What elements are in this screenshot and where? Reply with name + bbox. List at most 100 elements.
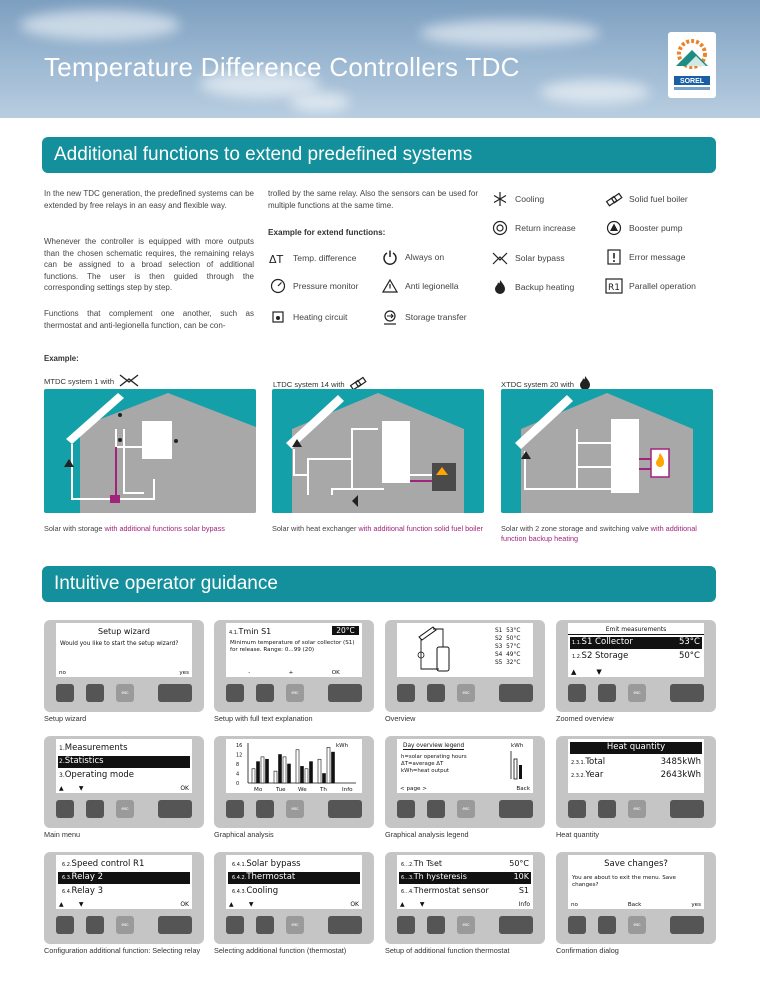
device-button-2[interactable] <box>598 800 616 818</box>
device-button-1[interactable] <box>56 800 74 818</box>
unit-label: kWh <box>511 743 524 749</box>
device-button-2[interactable] <box>427 916 445 934</box>
caption-highlight: with additional function backup heating <box>501 524 697 543</box>
esc-button[interactable]: esc <box>286 916 304 934</box>
caption-text: Solar with storage <box>44 524 105 533</box>
device-button-1[interactable] <box>397 800 415 818</box>
softkey-page: < page > <box>400 786 427 792</box>
device-button-1[interactable] <box>226 800 244 818</box>
function-anti-legionella: Anti legionella <box>380 278 459 294</box>
device-button-1[interactable] <box>397 916 415 934</box>
sensor-row: S4 49°C <box>495 652 521 658</box>
device-button-1[interactable] <box>568 916 586 934</box>
device-button-2[interactable] <box>86 800 104 818</box>
device-button-ok[interactable] <box>499 916 533 934</box>
device-button-ok[interactable] <box>670 684 704 702</box>
chart-bar <box>273 770 278 784</box>
esc-button[interactable]: esc <box>286 800 304 818</box>
softkey-info: Info <box>518 901 530 908</box>
device-button-2[interactable] <box>256 916 274 934</box>
intro-paragraph-1: In the new TDC generation, the predefine… <box>44 189 254 210</box>
device-button-1[interactable] <box>397 684 415 702</box>
caption-text: Solar with 2 zone storage and switching … <box>501 524 651 533</box>
device-button-ok[interactable] <box>158 684 192 702</box>
device-button-2[interactable] <box>86 916 104 934</box>
device-button-ok[interactable] <box>158 800 192 818</box>
device-button-2[interactable] <box>598 684 616 702</box>
device-button-ok[interactable] <box>670 800 704 818</box>
x-tick-label: Tue <box>275 787 286 793</box>
function-label: Solar bypass <box>515 253 565 263</box>
device-button-2[interactable] <box>256 800 274 818</box>
function-booster-pump: Booster pump <box>604 220 683 236</box>
device-button-2[interactable] <box>86 684 104 702</box>
softkey-left: no <box>59 670 66 676</box>
esc-button[interactable]: esc <box>628 800 646 818</box>
value-highlight: 20°C <box>332 626 359 635</box>
function-label: Always on <box>405 252 445 262</box>
device-caption: Setup of additional function thermostat <box>385 946 510 955</box>
svg-text:R1: R1 <box>608 283 620 293</box>
esc-button[interactable]: esc <box>457 916 475 934</box>
device-button-2[interactable] <box>427 800 445 818</box>
esc-button[interactable]: esc <box>457 684 475 702</box>
device-button-1[interactable] <box>56 916 74 934</box>
device-button-ok[interactable] <box>499 684 533 702</box>
device-button-ok[interactable] <box>328 800 362 818</box>
esc-button[interactable]: esc <box>286 684 304 702</box>
device-button-1[interactable] <box>226 916 244 934</box>
device-caption: Selecting additional function (thermosta… <box>214 946 347 955</box>
menu-name: Tmin S1 <box>238 627 272 636</box>
arrow-up-icon: ▲ <box>400 901 405 908</box>
softkey-back: Back <box>627 902 642 908</box>
screen-title: Save changes? <box>604 859 668 869</box>
chart-bar <box>282 756 287 784</box>
x-tick-label: We <box>298 787 307 793</box>
device-button-ok[interactable] <box>670 916 704 934</box>
overview-schematic <box>417 626 450 672</box>
device-button-1[interactable] <box>568 684 586 702</box>
esc-button[interactable]: esc <box>457 800 475 818</box>
menu-row: 1.Measurements <box>59 743 128 753</box>
chart-bar <box>331 751 335 784</box>
device-button-ok[interactable] <box>158 916 192 934</box>
device-button-ok[interactable] <box>328 916 362 934</box>
device-button-ok[interactable] <box>328 684 362 702</box>
device-main-menu: 1.Measurements 2.Statistics 3.Operating … <box>44 736 204 828</box>
device-button-2[interactable] <box>256 684 274 702</box>
screen-body: You are about to exit the menu. Save cha… <box>572 875 676 888</box>
softkey-ok: OK <box>180 901 189 908</box>
function-label: Storage transfer <box>405 312 467 322</box>
function-label: Booster pump <box>629 223 683 233</box>
esc-button[interactable]: esc <box>628 916 646 934</box>
solar-bypass-icon <box>490 250 510 266</box>
device-button-1[interactable] <box>56 684 74 702</box>
chart-bar <box>256 761 260 784</box>
function-cooling: Cooling <box>490 191 544 207</box>
device-button-1[interactable] <box>568 800 586 818</box>
esc-button[interactable]: esc <box>116 684 134 702</box>
device-button-ok[interactable] <box>499 800 533 818</box>
example-title-3: XTDC system 20 with <box>501 375 592 393</box>
device-select-relay: 6.2.Speed control R1 6.3.Relay 2 6.4.Rel… <box>44 852 204 944</box>
flame-icon <box>490 279 510 295</box>
legend-bar-glyph <box>510 751 522 780</box>
softkey-minus: - <box>248 670 251 676</box>
device-button-2[interactable] <box>427 684 445 702</box>
device-button-2[interactable] <box>598 916 616 934</box>
device-caption: Confirmation dialog <box>556 946 619 955</box>
function-backup-heating: Backup heating <box>490 279 574 295</box>
arrow-down-icon: ▼ <box>78 785 84 792</box>
esc-button[interactable]: esc <box>116 916 134 934</box>
legend-line: h=solar operating hours <box>401 754 467 760</box>
device-button-1[interactable] <box>226 684 244 702</box>
menu-row-selected: 6.3.Relay 2 <box>58 872 190 884</box>
function-label: Pressure monitor <box>293 281 359 291</box>
x-tick-label: Th <box>319 787 327 793</box>
device-full-text: 4.1.Tmin S1 20°C Minimum temperature of … <box>214 620 374 712</box>
esc-button[interactable]: esc <box>628 684 646 702</box>
esc-button[interactable]: esc <box>116 800 134 818</box>
scheme-xtdc-system-20 <box>501 389 713 513</box>
